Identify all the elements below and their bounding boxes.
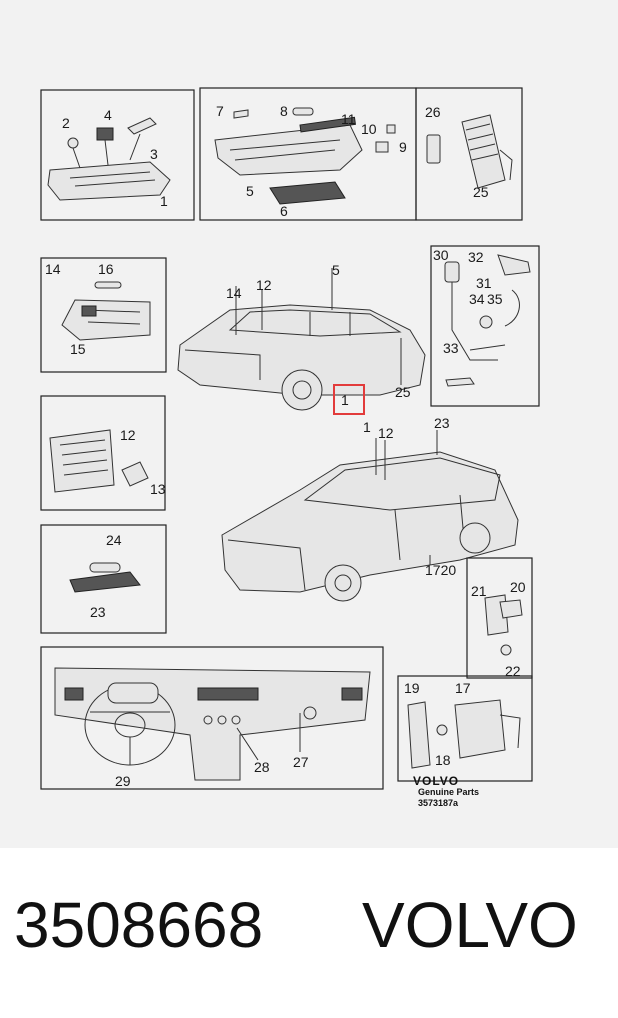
diagram-area: 2 4 3 1 7 8 11 10 9 5 6 26 25 [0, 0, 618, 848]
callout-22: 22 [505, 663, 521, 679]
callout-21: 21 [471, 583, 487, 599]
highlight-box [333, 384, 365, 415]
callout-26: 26 [425, 104, 441, 120]
callout-9: 9 [399, 139, 407, 155]
callout-20: 20 [510, 579, 526, 595]
callout-4: 4 [104, 107, 112, 123]
callout-29: 29 [115, 773, 131, 789]
callout-12: 12 [378, 425, 394, 441]
panel-interior-lamp: 7 8 11 10 9 5 6 [199, 87, 417, 221]
callout-1: 1 [363, 419, 371, 435]
callout-23: 23 [434, 415, 450, 431]
panel-dashboard: 29 28 27 [40, 646, 384, 790]
panel-mirror-light: 24 23 [40, 524, 167, 634]
callout-14: 14 [45, 261, 61, 277]
callout-2: 2 [62, 115, 70, 131]
callout-31: 31 [476, 275, 492, 291]
callout-17: 17 [455, 680, 471, 696]
callout-7: 7 [216, 103, 224, 119]
callout-1720: 1720 [425, 562, 456, 578]
callout-11: 11 [341, 111, 356, 127]
panel-glovebox-light: 26 25 [415, 87, 523, 221]
part-number: 3508668 [14, 889, 264, 961]
caption-area [0, 848, 618, 1018]
panel-number-plate-light: 19 17 18 [397, 675, 533, 782]
callout-16: 16 [98, 261, 114, 277]
callout-25: 25 [473, 184, 489, 200]
parts-diagram: 2 4 3 1 7 8 11 10 9 5 6 26 25 [40, 87, 540, 808]
callout-25: 25 [395, 384, 411, 400]
callout-1-highlighted: 1 [341, 392, 349, 408]
callout-10: 10 [361, 121, 377, 137]
callout-23: 23 [90, 604, 106, 620]
callout-19: 19 [404, 680, 420, 696]
callout-12: 12 [256, 277, 272, 293]
callout-12: 12 [120, 427, 136, 443]
panel-courtesy-light: 2 4 3 1 [40, 89, 195, 221]
callout-34: 34 [469, 291, 485, 307]
panel-trunk-light: 14 16 15 [40, 257, 167, 373]
callout-8: 8 [280, 103, 288, 119]
callout-5: 5 [332, 262, 340, 278]
callout-13: 13 [150, 481, 166, 497]
callout-15: 15 [70, 341, 86, 357]
panel-rear-light: 21 20 22 [466, 557, 533, 679]
volvo-stamp: VOLVO Genuine Parts 3573187a [413, 774, 479, 808]
callout-14: 14 [226, 285, 242, 301]
callout-6: 6 [280, 203, 288, 219]
wagon-illustration: 1 12 23 1720 [221, 415, 519, 602]
callout-30: 30 [433, 247, 449, 263]
drawing-number-text: 3573187a [418, 798, 459, 808]
callout-24: 24 [106, 532, 122, 548]
callout-35: 35 [487, 291, 503, 307]
callout-3: 3 [150, 146, 158, 162]
volvo-logo-text: VOLVO [413, 774, 459, 788]
panel-door-light: 12 13 [40, 395, 166, 511]
callout-1: 1 [160, 193, 168, 209]
callout-18: 18 [435, 752, 451, 768]
genuine-parts-text: Genuine Parts [418, 787, 479, 797]
callout-28: 28 [254, 759, 270, 775]
callout-32: 32 [468, 249, 484, 265]
panel-wiring: 30 32 31 34 35 33 [430, 245, 540, 407]
brand-name: VOLVO [362, 889, 578, 961]
callout-27: 27 [293, 754, 309, 770]
callout-5: 5 [246, 183, 254, 199]
sedan-illustration: 14 12 5 25 1 [177, 262, 426, 415]
callout-33: 33 [443, 340, 459, 356]
